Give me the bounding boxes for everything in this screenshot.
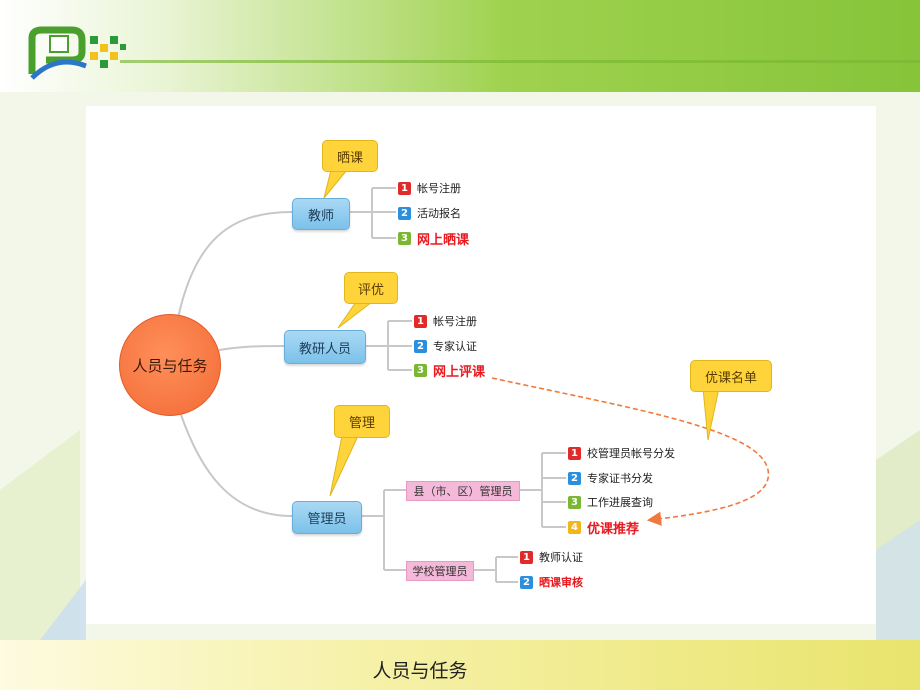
- logo-icon: [28, 26, 126, 80]
- list-item: 2 专家证书分发: [568, 470, 653, 486]
- node-teacher: 教师: [292, 198, 350, 230]
- node-label: 教研人员: [298, 341, 351, 357]
- callout-manage: 管理: [334, 405, 390, 438]
- background-decoration: [0, 430, 920, 640]
- subgroup-label: 学校管理员: [412, 565, 468, 578]
- item-text: 教师认证: [539, 551, 583, 564]
- center-label: 人员与任务: [132, 356, 208, 375]
- item-text: 校管理员帐号分发: [587, 447, 675, 460]
- footer-band: [0, 640, 920, 690]
- list-item: 1 教师认证: [520, 549, 583, 565]
- list-item: 1 帐号注册: [398, 180, 461, 196]
- header-divider: [120, 60, 920, 63]
- callout-share-lesson: 晒课: [322, 140, 378, 172]
- list-item: 3 工作进展查询: [568, 494, 653, 510]
- callout-label: 晒课: [336, 150, 363, 166]
- node-label: 管理员: [307, 512, 347, 527]
- callout-label: 管理: [348, 416, 375, 431]
- subgroup-school-admin: 学校管理员: [406, 561, 474, 581]
- node-administrator: 管理员: [292, 501, 362, 534]
- center-node: 人员与任务: [119, 314, 221, 416]
- callout-label: 优课名单: [704, 370, 757, 386]
- item-text: 专家证书分发: [587, 472, 653, 485]
- list-item: 1 帐号注册: [414, 313, 477, 329]
- number-badge: 2: [414, 339, 427, 353]
- callout-recommend-list: 优课名单: [690, 360, 772, 392]
- number-badge: 2: [568, 471, 581, 485]
- item-text: 专家认证: [433, 340, 477, 353]
- number-badge: 3: [414, 363, 427, 377]
- number-badge: 2: [398, 206, 411, 220]
- item-text: 活动报名: [417, 207, 461, 220]
- number-badge: 1: [398, 181, 411, 195]
- list-item: 3 网上晒课: [398, 230, 470, 248]
- item-text: 优课推荐: [587, 521, 640, 537]
- list-item: 4 优课推荐: [568, 519, 640, 537]
- number-badge: 1: [414, 314, 427, 328]
- number-badge: 1: [568, 446, 581, 460]
- number-badge: 2: [520, 575, 533, 589]
- slide-caption: 人员与任务: [372, 660, 468, 682]
- list-item: 3 网上评课: [414, 362, 486, 380]
- subgroup-county-admin: 县（市、区）管理员: [406, 481, 520, 501]
- list-item: 1 校管理员帐号分发: [568, 445, 675, 461]
- node-label: 教师: [307, 208, 334, 224]
- list-item: 2 晒课审核: [520, 574, 583, 590]
- item-text: 帐号注册: [433, 315, 477, 328]
- node-research-staff: 教研人员: [284, 330, 366, 364]
- item-text: 网上评课: [433, 364, 486, 380]
- item-text: 晒课审核: [539, 576, 583, 589]
- subgroup-label: 县（市、区）管理员: [413, 485, 513, 498]
- header-band: [0, 0, 920, 92]
- number-badge: 4: [568, 520, 581, 534]
- list-item: 2 专家认证: [414, 338, 477, 354]
- number-badge: 1: [520, 550, 533, 564]
- number-badge: 3: [398, 231, 411, 245]
- callout-label: 评优: [357, 282, 384, 298]
- item-text: 网上晒课: [417, 232, 470, 248]
- item-text: 帐号注册: [417, 182, 461, 195]
- callout-evaluate: 评优: [344, 272, 398, 304]
- item-text: 工作进展查询: [587, 496, 653, 509]
- list-item: 2 活动报名: [398, 205, 461, 221]
- number-badge: 3: [568, 495, 581, 509]
